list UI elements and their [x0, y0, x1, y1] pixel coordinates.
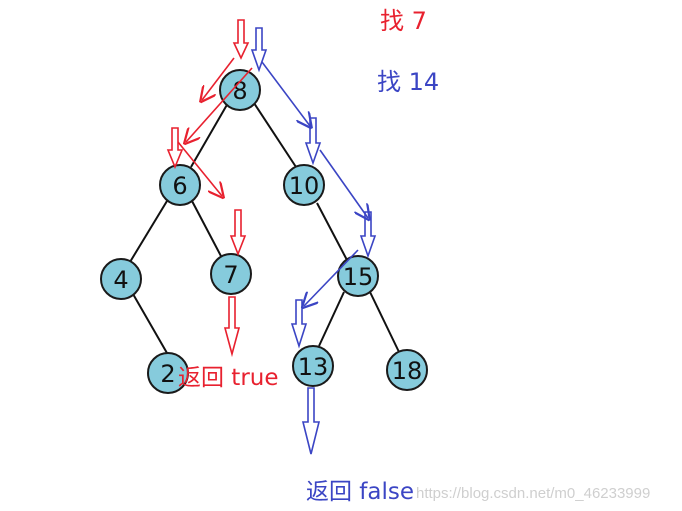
down-arrow-icon — [229, 209, 247, 257]
node-2: 2 — [147, 352, 189, 394]
edge-4-2 — [132, 293, 172, 361]
down-arrow-icon — [301, 387, 321, 455]
search-path-14 — [250, 27, 377, 455]
down-arrow-icon — [250, 27, 268, 73]
down-arrow-icon — [359, 211, 377, 259]
edge-15-13 — [318, 291, 345, 347]
edge-8-10 — [253, 102, 297, 168]
edge-6-4 — [129, 200, 168, 263]
node-2-label: 2 — [160, 360, 175, 388]
node-4: 4 — [100, 258, 142, 300]
path-arrow-icon — [261, 61, 310, 126]
path-arrow-icon — [304, 249, 359, 306]
node-8-label: 8 — [232, 77, 247, 105]
search-path-7 — [166, 19, 253, 358]
path-arrow-icon — [202, 57, 235, 100]
node-10: 10 — [283, 164, 325, 206]
node-8: 8 — [219, 69, 261, 111]
return-true-label: 返回 true — [178, 365, 279, 391]
tree-nodes: 8 6 10 4 7 15 2 13 — [100, 69, 428, 394]
node-13-label: 13 — [298, 353, 329, 381]
node-18: 18 — [386, 349, 428, 391]
watermark-text: https://blog.csdn.net/m0_46233999 — [416, 485, 650, 502]
down-arrow-icon — [223, 296, 241, 358]
node-18-label: 18 — [392, 357, 423, 385]
down-arrow-icon — [232, 19, 250, 60]
return-false-label: 返回 false — [306, 479, 414, 505]
find-14-label: 找 14 — [377, 68, 439, 96]
node-6: 6 — [159, 164, 201, 206]
edge-10-15 — [316, 202, 349, 263]
node-7-label: 7 — [223, 261, 238, 289]
node-15-label: 15 — [343, 263, 374, 291]
edge-8-6 — [190, 102, 229, 168]
node-10-label: 10 — [289, 172, 320, 200]
node-4-label: 4 — [113, 266, 128, 294]
down-arrow-icon — [166, 127, 184, 170]
edge-6-7 — [191, 200, 223, 259]
node-13: 13 — [292, 345, 334, 387]
tree-edges — [129, 102, 400, 361]
node-15: 15 — [337, 255, 379, 297]
path-arrow-icon — [319, 149, 368, 218]
edge-15-18 — [369, 291, 400, 353]
node-7: 7 — [210, 253, 252, 295]
path-arrow-icon — [177, 141, 222, 196]
down-arrow-icon — [290, 299, 308, 349]
down-arrow-icon — [304, 117, 322, 166]
find-7-label: 找 7 — [380, 7, 427, 35]
node-6-label: 6 — [172, 172, 187, 200]
path-arrow-icon — [186, 67, 253, 142]
